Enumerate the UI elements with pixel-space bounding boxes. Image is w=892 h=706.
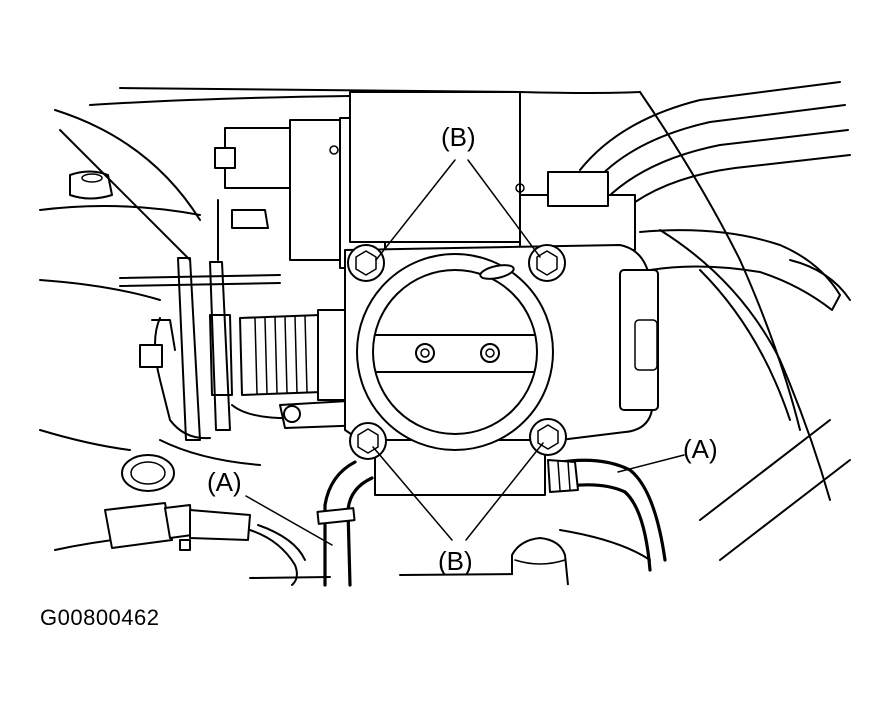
leader-b-top-right <box>467 159 541 258</box>
lower-cap <box>511 537 569 586</box>
bolt-b-lower-left <box>349 422 387 460</box>
throttle-bore <box>356 253 554 451</box>
bolt-b-upper-left-hex <box>355 250 377 276</box>
callout-a-right: (A) <box>683 434 718 464</box>
hose-clamp-right <box>547 459 579 493</box>
leader-b-bottom-right <box>465 442 544 541</box>
bolt-b-lower-right <box>529 418 567 456</box>
engine-bay-outlines <box>39 87 851 579</box>
bolt-b-upper-left <box>347 244 385 282</box>
leader-b-top-left <box>375 159 456 261</box>
left-spout <box>69 170 261 492</box>
figure-id: G00800462 <box>40 605 160 630</box>
leader-a-left <box>245 495 333 546</box>
callout-b-top: (B) <box>441 122 476 152</box>
leader-b-bottom-left <box>372 446 453 541</box>
throttle-linkage <box>119 257 301 441</box>
bolt-b-lower-left-hex <box>357 428 379 454</box>
wire-connector <box>104 502 306 586</box>
callout-b-bottom: (B) <box>438 546 473 576</box>
leader-lines <box>245 159 685 546</box>
coolant-hoses <box>316 458 667 587</box>
leader-a-right <box>617 454 685 473</box>
bolt-b-upper-right-hex <box>536 250 558 276</box>
callout-a-left: (A) <box>207 467 242 497</box>
bellows <box>239 309 359 401</box>
upper-housing <box>214 91 636 269</box>
hose-clamp-left <box>316 507 356 525</box>
bolt-b-lower-right-hex <box>537 424 559 450</box>
